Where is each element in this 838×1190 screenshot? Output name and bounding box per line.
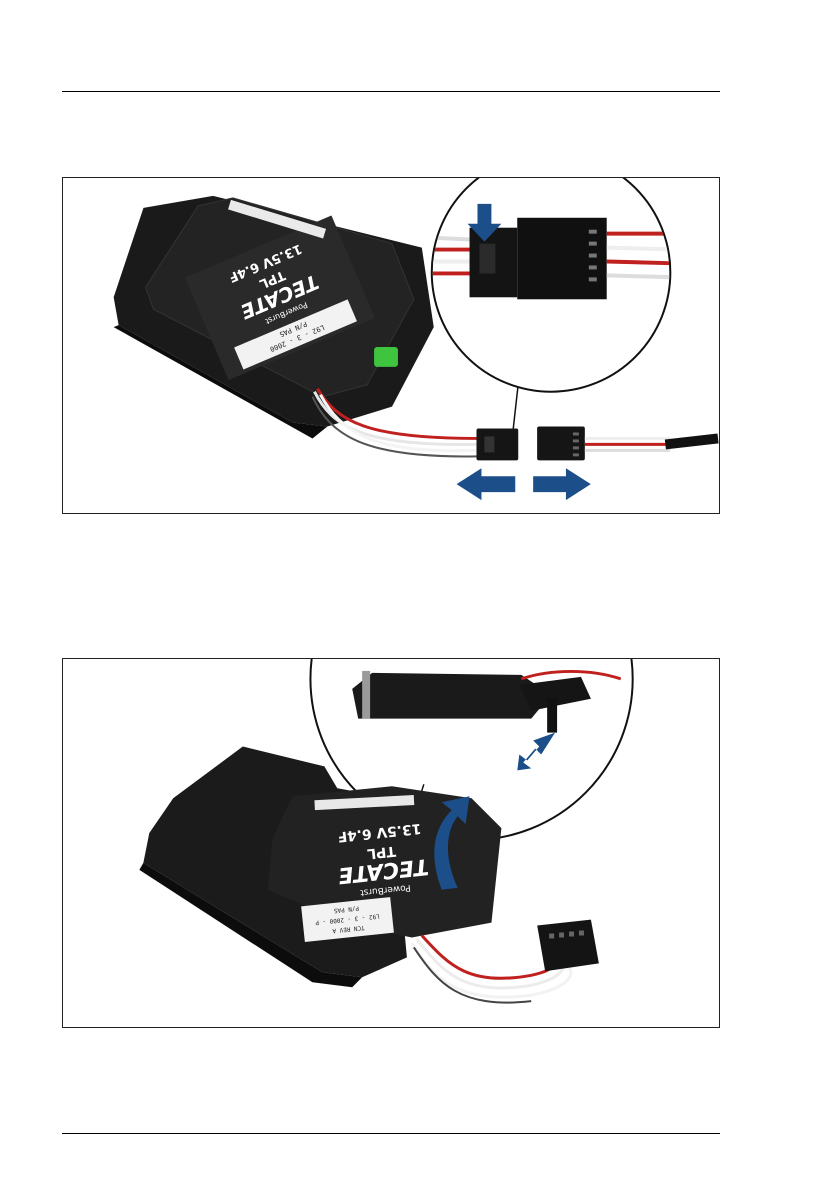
green-latch bbox=[374, 347, 398, 367]
zoom-holder-top bbox=[352, 673, 551, 719]
figure-1-illustration: 13.5V 6.4F TPL TECATE PowerBurst P/N PAS… bbox=[63, 178, 719, 513]
connector-left bbox=[476, 429, 518, 461]
arrow-right-icon bbox=[533, 468, 591, 500]
zoom-holder-rod bbox=[362, 671, 370, 719]
footer-rule bbox=[62, 1133, 720, 1134]
connector bbox=[537, 920, 599, 972]
connector-left-latch bbox=[484, 436, 494, 452]
zoom-connector-latch bbox=[479, 244, 495, 274]
zoom-callout bbox=[432, 178, 681, 392]
zoom-out-wire-white bbox=[607, 248, 681, 250]
figure-2-illustration: 13.5V 6.4F TPL TECATE PowerBurst P/N PAS… bbox=[63, 659, 719, 1027]
figure-remove-battery: 13.5V 6.4F TPL TECATE PowerBurst P/N PAS… bbox=[62, 658, 720, 1028]
header-rule bbox=[62, 91, 720, 92]
zoom-tab bbox=[547, 699, 557, 733]
cable-right-sheath bbox=[665, 438, 718, 444]
zoom-out-wire-white-2 bbox=[607, 275, 681, 277]
arrow-left-icon bbox=[457, 468, 516, 500]
figure-disconnect-cable: 13.5V 6.4F TPL TECATE PowerBurst P/N PAS… bbox=[62, 177, 720, 514]
wire-red bbox=[422, 935, 556, 978]
